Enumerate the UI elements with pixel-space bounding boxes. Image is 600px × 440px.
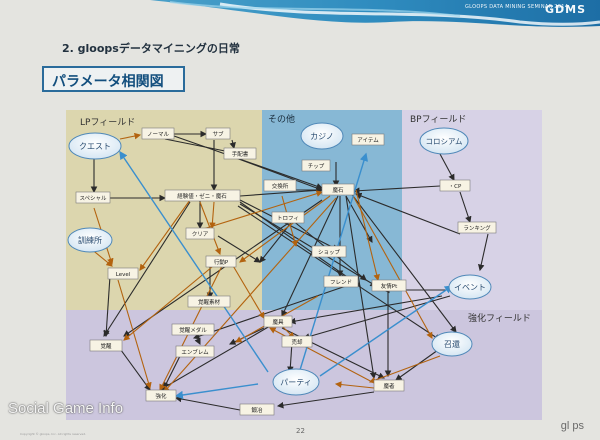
node-enhance: 強化 <box>155 392 167 400</box>
company-logo: gl ps <box>560 420 584 432</box>
slide-title-box: パラメータ相関図 <box>42 66 185 92</box>
svg-text:コロシアム: コロシアム <box>426 137 463 146</box>
header-event-text: GLOOPS DATA MINING SEMINAR 2014 <box>465 4 569 10</box>
node-item: アイテム <box>357 137 379 144</box>
svg-text:クエスト: クエスト <box>79 142 111 151</box>
node-party: パーティ <box>272 368 320 396</box>
region-other-label: その他 <box>268 113 295 125</box>
copyright: Copyright © gloops, Inc. All rights rese… <box>20 432 87 436</box>
node-tip: チップ <box>308 163 325 170</box>
box-nodes: ノーマル サブ 手配書 スペシャル 経験値・ゼニ・魔石 クリア 行動P Leve… <box>75 127 497 416</box>
node-friend-pt: 友情Pt <box>381 282 398 290</box>
node-special: スペシャル <box>79 195 107 202</box>
region-bp-label: BPフィールド <box>410 115 466 125</box>
node-gear: 魔具 <box>272 318 284 326</box>
node-summon: 召還 <box>431 331 473 357</box>
node-level: Level <box>116 272 131 278</box>
page-number: 22 <box>296 427 305 435</box>
node-cp: ・CP <box>449 184 462 190</box>
node-quest: クエスト <box>68 132 122 160</box>
region-enhance-label: 強化フィールド <box>468 312 531 324</box>
node-emblem: エンブレム <box>181 348 209 356</box>
node-clear: クリア <box>192 231 209 238</box>
header-wave <box>150 0 600 27</box>
node-boss: 鍛冶 <box>251 406 263 414</box>
node-training: 訓練所 <box>67 227 113 253</box>
node-sp: 行動P <box>214 258 229 266</box>
region-lp-label: LPフィールド <box>80 118 135 128</box>
svg-text:召還: 召還 <box>444 339 460 349</box>
node-hand: 手配書 <box>232 150 249 158</box>
slide-subtitle: 2. gloopsデータマイニングの日常 <box>62 42 240 55</box>
node-casino: カジノ <box>300 122 344 150</box>
blue-connectors <box>119 150 454 400</box>
node-shop: ショップ <box>318 249 341 256</box>
node-event: イベント <box>448 274 492 300</box>
node-trophy: トロフィ <box>277 215 299 222</box>
node-awaken-medal: 覚醒メダル <box>179 326 207 334</box>
node-beast: 魔者 <box>383 382 395 390</box>
node-exp-money: 経験値・ゼニ・魔石 <box>177 192 227 200</box>
node-awaken: 覚醒 <box>100 342 112 350</box>
slide-title: パラメータ相関図 <box>52 74 164 90</box>
svg-text:イベント: イベント <box>454 283 486 292</box>
header-logo: GDMS <box>544 3 586 16</box>
node-colosseum: コロシアム <box>419 127 469 155</box>
svg-text:パーティ: パーティ <box>280 378 312 387</box>
node-ranking: ランキング <box>463 224 491 232</box>
node-normal: ノーマル <box>147 131 170 138</box>
node-stone: 魔石 <box>332 186 344 194</box>
node-sub: サブ <box>212 130 224 138</box>
node-material: 覚醒素材 <box>198 298 221 306</box>
node-exchange: 交換所 <box>272 182 289 190</box>
node-friend: フレンド <box>330 279 352 286</box>
watermark: Social Game Info <box>8 400 124 417</box>
node-sell: 売却 <box>291 338 303 346</box>
svg-text:カジノ: カジノ <box>310 132 334 141</box>
svg-text:訓練所: 訓練所 <box>78 235 102 245</box>
